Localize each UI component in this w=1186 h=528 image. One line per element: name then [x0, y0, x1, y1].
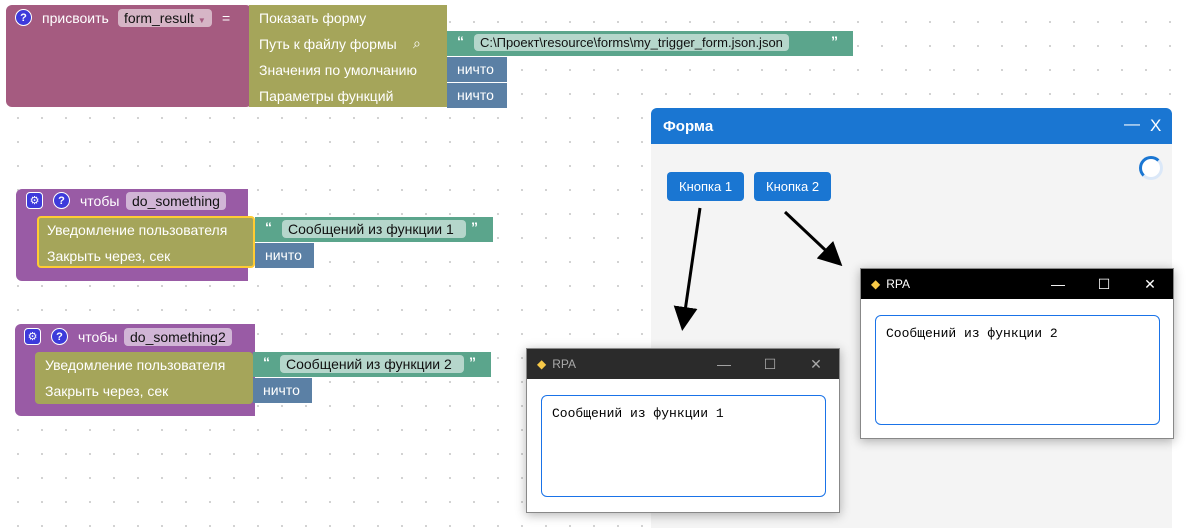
path-label: Путь к файлу формы [259, 36, 397, 52]
close-label: Закрыть через, сек [47, 248, 171, 264]
assign-label: присвоить [42, 10, 109, 26]
close-label: Закрыть через, сек [45, 383, 169, 399]
procedure-name[interactable]: do_something2 [124, 328, 232, 346]
open-quote-icon: “ [265, 219, 272, 235]
notify-block-2[interactable]: Уведомление пользователя Закрыть через, … [35, 352, 253, 404]
defaults-label: Значения по умолчанию [259, 62, 417, 78]
params-null-block[interactable]: ничто [447, 83, 507, 108]
show-form-title: Показать форму [259, 10, 367, 26]
open-quote-icon: “ [457, 33, 464, 49]
close-quote-icon: ” [471, 219, 478, 235]
message-text-block-2[interactable]: “ Сообщений из функции 2 ” [253, 352, 491, 377]
rpa-window-1: ◆ RPA — ☐ ✕ Сообщений из функции 1 [526, 348, 840, 513]
gear-icon[interactable]: ⚙ [26, 192, 43, 209]
path-text-block[interactable]: “ C:\Проект\resource\forms\my_trigger_fo… [447, 31, 853, 56]
python-icon: ◆ [871, 277, 881, 291]
minimize-button[interactable]: — [1124, 116, 1140, 133]
help-icon[interactable]: ? [15, 9, 32, 26]
minimize-button[interactable]: — [717, 355, 731, 372]
maximize-button[interactable]: ☐ [763, 355, 777, 372]
open-quote-icon: “ [263, 354, 270, 370]
minimize-button[interactable]: — [1051, 275, 1065, 292]
message-value[interactable]: Сообщений из функции 2 [280, 355, 464, 373]
dropdown-arrow-icon: ▼ [197, 16, 206, 25]
file-search-icon[interactable]: ⌕ [413, 35, 421, 51]
notify-label: Уведомление пользователя [47, 222, 228, 238]
close-quote-icon: ” [831, 33, 838, 49]
equals-sign: = [222, 10, 231, 26]
close-null-block-1[interactable]: ничто [255, 243, 314, 268]
close-button[interactable]: ✕ [1144, 275, 1156, 292]
arrow-1 [673, 207, 702, 331]
procedure-label: чтобы [78, 329, 118, 345]
arrow-2 [783, 210, 843, 267]
message-value[interactable]: Сообщений из функции 1 [282, 220, 466, 238]
close-null-block-2[interactable]: ничто [253, 378, 312, 403]
variable-dropdown[interactable]: form_result ▼ [118, 9, 212, 27]
rpa-titlebar: ◆ RPA — ☐ ✕ [527, 349, 839, 379]
button-2[interactable]: Кнопка 2 [754, 172, 832, 201]
gear-icon[interactable]: ⚙ [24, 328, 41, 345]
path-value[interactable]: C:\Проект\resource\forms\my_trigger_form… [474, 34, 789, 51]
message-box: Сообщений из функции 2 [875, 315, 1160, 425]
variable-name: form_result [124, 10, 195, 26]
close-quote-icon: ” [469, 354, 476, 370]
notify-label: Уведомление пользователя [45, 357, 226, 373]
close-button[interactable]: ✕ [810, 355, 822, 372]
help-icon[interactable]: ? [51, 328, 68, 345]
rpa-title: RPA [886, 277, 911, 291]
form-titlebar: Форма — X [651, 108, 1172, 144]
maximize-button[interactable]: ☐ [1097, 275, 1111, 292]
notify-block-1[interactable]: Уведомление пользователя Закрыть через, … [37, 216, 255, 268]
loading-spinner-icon [1139, 156, 1163, 180]
rpa-titlebar: ◆ RPA — ☐ ✕ [861, 269, 1173, 299]
close-button[interactable]: X [1150, 116, 1162, 135]
defaults-null-block[interactable]: ничто [447, 57, 507, 82]
procedure-name[interactable]: do_something [126, 192, 226, 210]
form-title: Форма [663, 118, 714, 135]
message-text-block-1[interactable]: “ Сообщений из функции 1 ” [255, 217, 493, 242]
rpa-title: RPA [552, 357, 577, 371]
rpa-window-2: ◆ RPA — ☐ ✕ Сообщений из функции 2 [860, 268, 1174, 439]
help-icon[interactable]: ? [53, 192, 70, 209]
assign-block[interactable]: ? присвоить form_result ▼ = [6, 5, 252, 107]
procedure-label: чтобы [80, 193, 120, 209]
show-form-block[interactable]: Показать форму Путь к файлу формы ⌕ Знач… [249, 5, 447, 107]
message-box: Сообщений из функции 1 [541, 395, 826, 497]
params-label: Параметры функций [259, 88, 394, 104]
python-icon: ◆ [537, 357, 547, 371]
button-1[interactable]: Кнопка 1 [667, 172, 745, 201]
